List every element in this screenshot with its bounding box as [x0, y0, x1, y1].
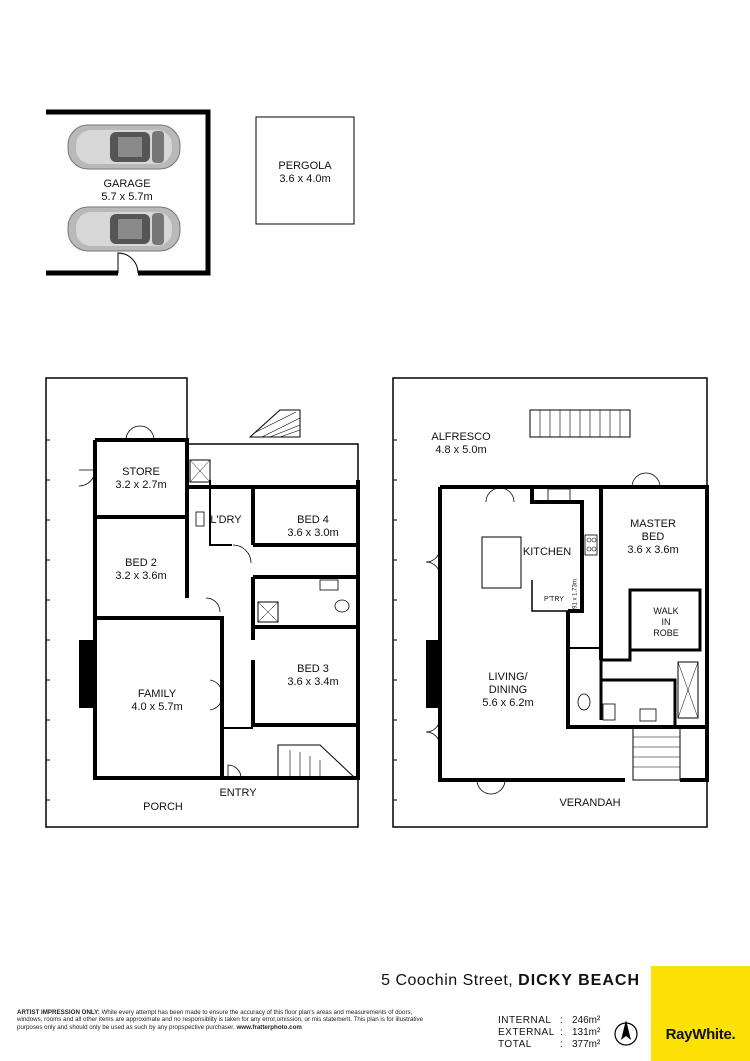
ray-white-logo: RayWhite. — [651, 966, 750, 1061]
property-address: 5 Coochin Street, DICKY BEACH — [381, 972, 640, 990]
car-icon — [67, 206, 181, 252]
pantry-size-label: 1.91 x 1.73m — [572, 579, 579, 614]
laundry-label: L'DRY — [210, 514, 242, 526]
entry-label: ENTRY — [219, 787, 257, 799]
verandah-label: VERANDAH — [559, 797, 621, 809]
lower-level — [45, 377, 360, 828]
disclaimer-title: ARTIST IMPRESSION ONLY: — [17, 1009, 100, 1016]
disclaimer-text: While every attempt has been made to ens… — [17, 1009, 424, 1031]
brand-name: RayWhite. — [665, 1026, 736, 1043]
pergola — [255, 116, 355, 225]
area-row: INTERNAL: 246m² — [498, 1015, 601, 1026]
garage — [46, 109, 211, 276]
pantry-label: P'TRY — [544, 596, 564, 603]
area-label: TOTAL — [498, 1039, 532, 1050]
kitchen-label: KITCHEN — [522, 546, 572, 558]
area-value: 131m² — [572, 1027, 601, 1038]
area-row: TOTAL: 377m² — [498, 1039, 601, 1050]
car-icon — [67, 124, 181, 170]
suburb: DICKY BEACH — [518, 972, 640, 989]
area-summary: INTERNAL: 246m² EXTERNAL: 131m² TOTAL: 3… — [498, 1015, 600, 1051]
area-value: 377m² — [572, 1039, 601, 1050]
website-link[interactable]: www.fratterphoto.com — [236, 1023, 302, 1031]
area-row: EXTERNAL: 131m² — [498, 1027, 601, 1038]
area-label: EXTERNAL — [498, 1027, 555, 1038]
area-value: 246m² — [572, 1015, 601, 1026]
upper-level — [392, 377, 709, 828]
street-address: 5 Coochin Street, — [381, 972, 514, 989]
north-arrow-icon — [614, 1020, 638, 1046]
porch-label: PORCH — [143, 801, 183, 813]
area-label: INTERNAL — [498, 1015, 552, 1026]
disclaimer: ARTIST IMPRESSION ONLY: While every atte… — [17, 1009, 427, 1031]
